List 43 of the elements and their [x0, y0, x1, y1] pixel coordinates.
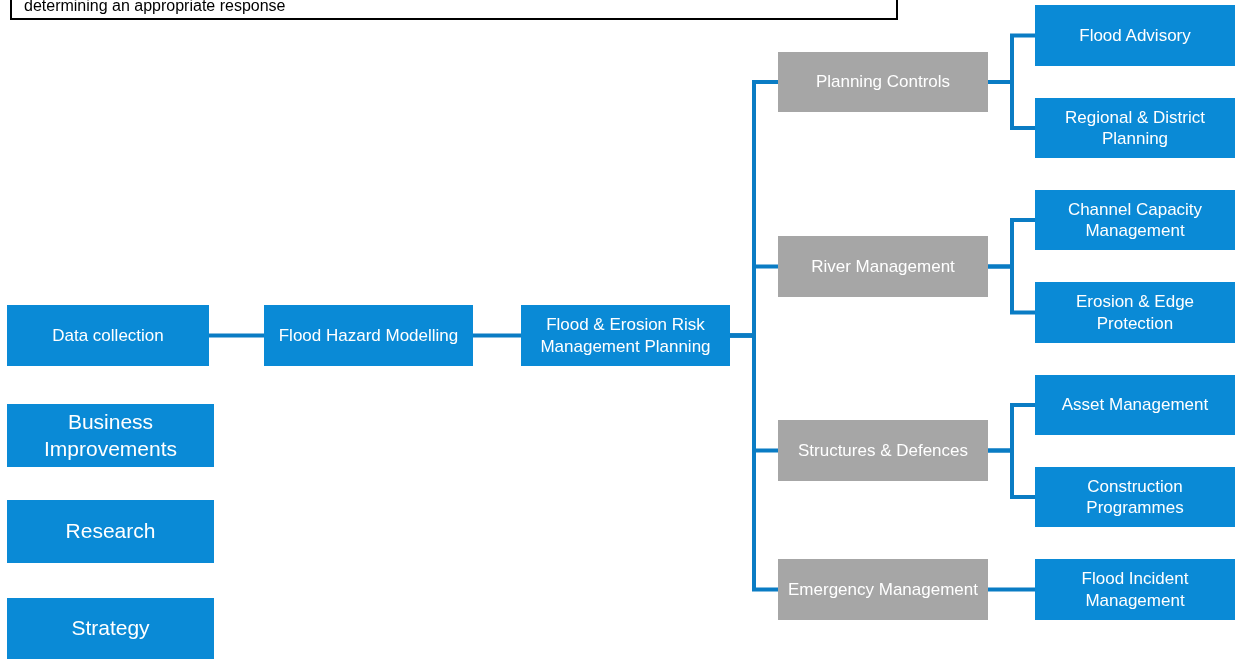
box-label: determining an appropriate response — [24, 0, 286, 16]
process-box — [264, 305, 473, 366]
category-box — [778, 236, 988, 297]
process-box — [7, 598, 214, 659]
box-label: Data collection — [52, 324, 164, 347]
connector-line — [988, 80, 1035, 130]
box-label: Structures & Defences — [797, 439, 969, 462]
box-label: Flood & Erosion Risk Management Planning — [539, 314, 712, 357]
box-label: Research — [65, 518, 156, 545]
connector-line — [988, 448, 1035, 499]
box-label: Business Improvements — [42, 409, 178, 462]
category-box — [778, 420, 988, 481]
category-box — [778, 559, 988, 620]
box-label: Planning Controls — [815, 71, 951, 93]
box-label: Asset Management — [1061, 394, 1209, 416]
box-label: Flood Hazard Modelling — [278, 324, 459, 347]
box-label: Strategy — [71, 615, 150, 642]
process-box — [1035, 559, 1235, 620]
process-box — [1035, 190, 1235, 250]
connector-line — [730, 333, 778, 592]
process-box — [1035, 5, 1235, 66]
box-label: Emergency Management — [788, 578, 978, 601]
connector-line — [988, 587, 1035, 592]
box-label: Channel Capacity Management — [1066, 198, 1204, 242]
box-label: Construction Programmes — [1085, 475, 1185, 519]
connector-line — [209, 333, 264, 338]
category-box — [778, 52, 988, 112]
connector-line — [988, 264, 1035, 315]
box-label: Erosion & Edge Protection — [1074, 291, 1196, 334]
box-label: Flood Advisory — [1079, 24, 1191, 47]
process-box — [1035, 467, 1235, 527]
process-box — [1035, 375, 1235, 435]
box-label: Flood Incident Management — [1080, 568, 1190, 611]
process-box — [7, 305, 209, 366]
process-box — [1035, 98, 1235, 158]
note-box — [10, 0, 898, 20]
process-box — [1035, 282, 1235, 343]
process-box — [7, 500, 214, 563]
connector-line — [473, 333, 521, 338]
box-label: River Management — [811, 255, 955, 278]
process-box — [521, 305, 730, 366]
process-box — [7, 404, 214, 467]
box-label: Regional & District Planning — [1064, 106, 1206, 150]
